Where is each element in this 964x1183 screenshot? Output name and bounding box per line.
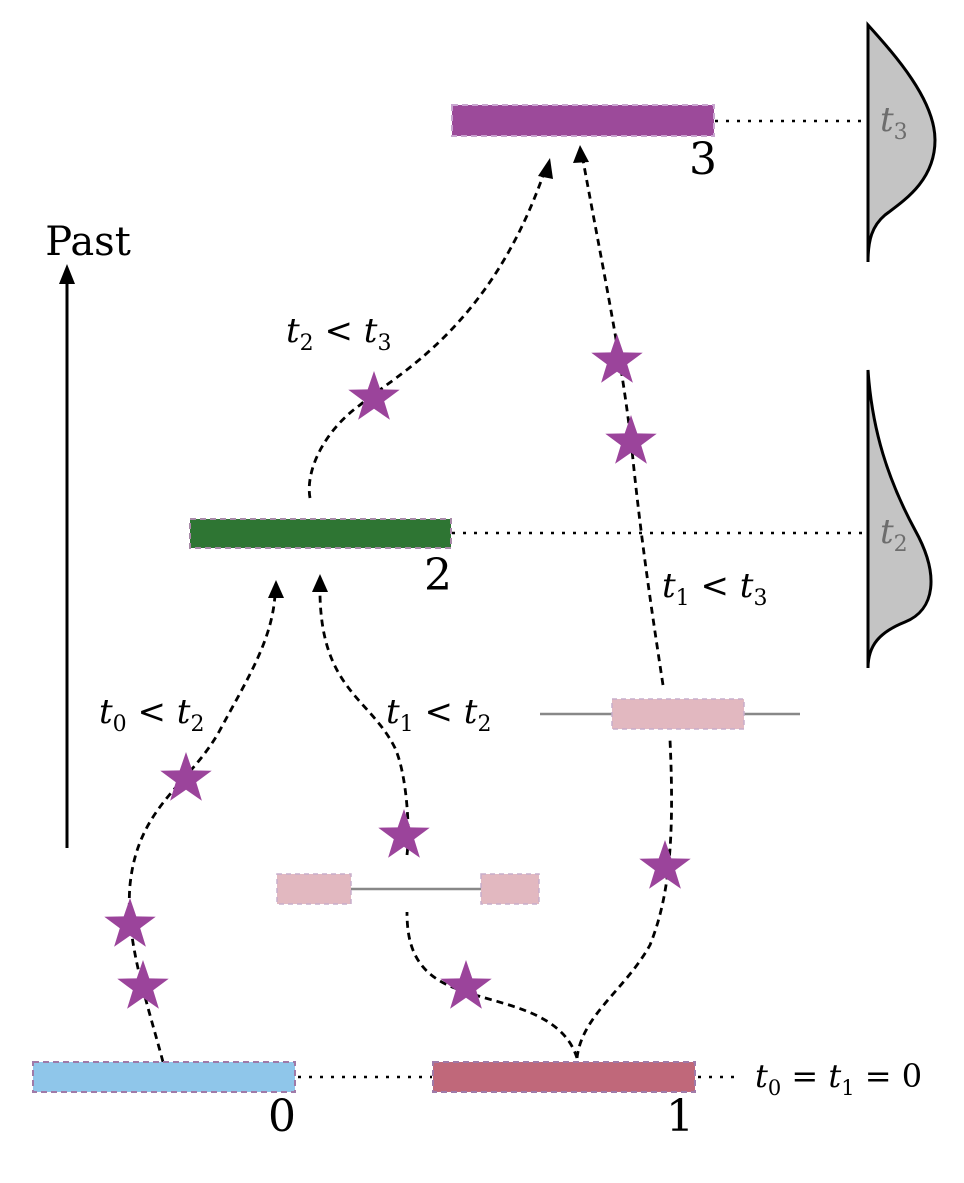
past-axis: Past [45, 219, 131, 848]
gaussian-t3: t3 [866, 21, 937, 263]
node-3: 3 [451, 104, 717, 185]
path-1-to-2 [405, 911, 579, 1059]
node-2-label: 2 [424, 550, 452, 601]
ghost-segment-lower-left [276, 873, 352, 905]
path-0-to-2 [127, 594, 277, 1063]
star-icon [639, 840, 691, 889]
past-label: Past [45, 219, 131, 265]
arrowhead-icon [573, 145, 589, 163]
node-0-label: 0 [268, 1091, 296, 1142]
equation-t2-lt-t3: t2 < t3 [286, 311, 391, 356]
node-2: 2 [189, 518, 452, 601]
star-icon [104, 898, 156, 947]
star-icon [591, 334, 643, 383]
gaussian-t2: t2 [866, 369, 933, 669]
gaussian-t2-label: t2 [880, 512, 908, 557]
arrowhead-icon [268, 580, 284, 598]
node-1: 1 [432, 1061, 696, 1142]
star-icon [160, 752, 212, 801]
ghost-lineages [276, 698, 800, 905]
equation-t1-lt-t3: t1 < t3 [662, 566, 767, 611]
node-1-label: 1 [666, 1091, 694, 1142]
ancestry-paths [127, 159, 673, 1063]
star-icon [378, 809, 430, 858]
equation-base-times: t0 = t1 = 0 [755, 1057, 922, 1100]
star-icon [440, 960, 492, 1009]
node-0: 0 [32, 1061, 296, 1142]
star-icon [117, 960, 169, 1009]
mutation-stars [104, 334, 691, 1009]
equation-t1-lt-t2: t1 < t2 [386, 692, 491, 737]
path-ghost-to-3 [581, 159, 665, 686]
arrowhead-icon [538, 158, 553, 179]
time-guides [298, 119, 862, 1079]
path-ghost-to-2 [318, 594, 410, 856]
ghost-segment-upper [611, 698, 745, 730]
equation-t0-lt-t2: t0 < t2 [99, 692, 204, 737]
node-3-label: 3 [689, 134, 717, 185]
arrowhead-icon [312, 574, 328, 592]
axis-arrowhead-icon [59, 264, 75, 284]
path-1-to-ghost [575, 739, 673, 1059]
arrowheads [268, 145, 589, 598]
gaussian-t3-label: t3 [880, 100, 908, 145]
ghost-segment-lower-right [480, 873, 540, 905]
star-icon [348, 371, 400, 420]
star-icon [605, 415, 657, 464]
